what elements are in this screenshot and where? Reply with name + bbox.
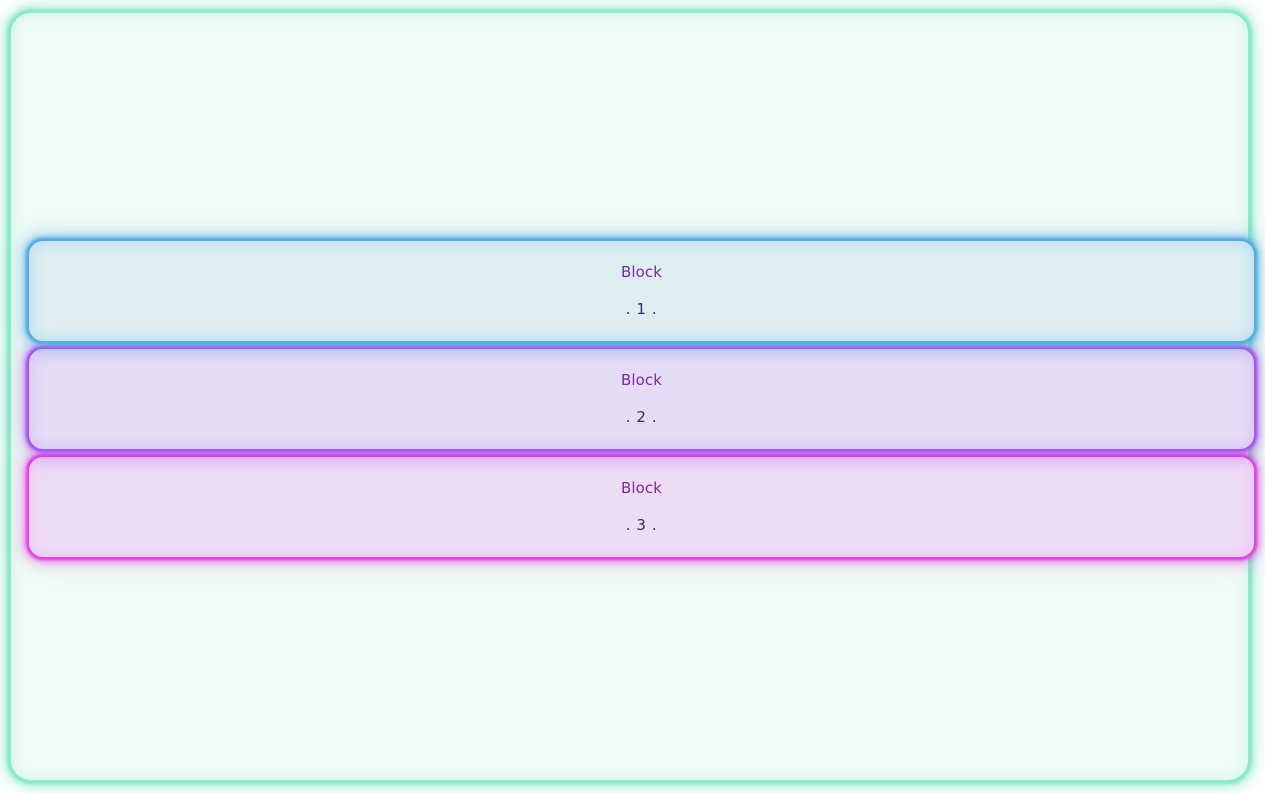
block-index-label: . 2 . (625, 408, 658, 426)
block-stack: Block . 1 . Block . 2 . Block . 3 . (18, 239, 1256, 559)
block-index-label: . 1 . (625, 300, 658, 318)
block-title: Block (620, 263, 663, 281)
block-item-2[interactable]: Block . 2 . (27, 347, 1256, 451)
block-title: Block (620, 371, 663, 389)
block-title: Block (620, 479, 663, 497)
outer-container: Block . 1 . Block . 2 . Block . 3 . (9, 11, 1256, 782)
block-item-3[interactable]: Block . 3 . (27, 455, 1256, 559)
block-index-label: . 3 . (625, 516, 658, 534)
block-item-1[interactable]: Block . 1 . (27, 239, 1256, 343)
